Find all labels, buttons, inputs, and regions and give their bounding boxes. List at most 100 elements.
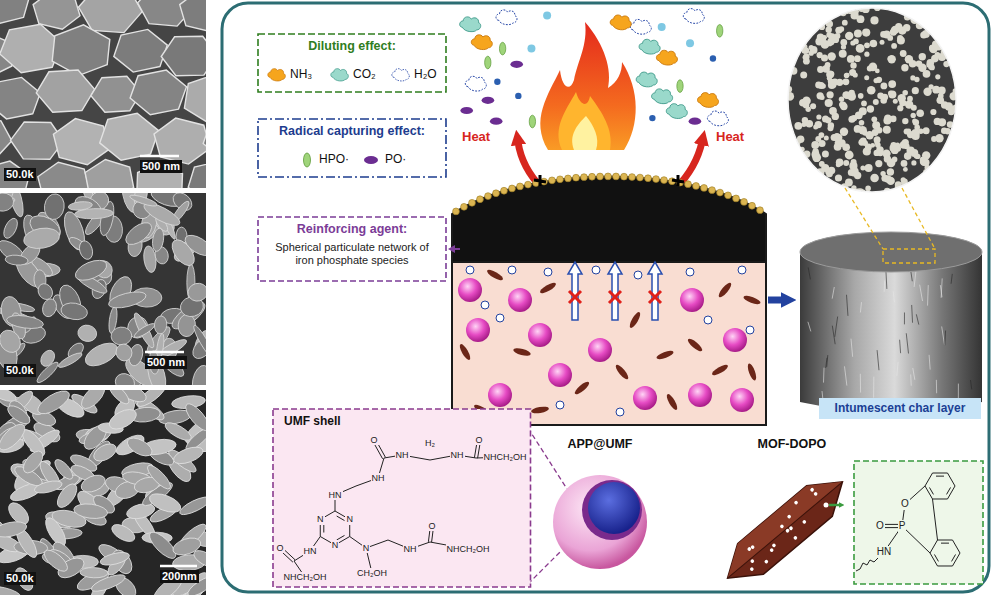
zoom-dot (912, 129, 920, 137)
flake (60, 301, 89, 322)
hexagonal-plate (114, 29, 168, 72)
hpo-icon (677, 80, 683, 93)
iron-phosphate-particle (725, 192, 732, 199)
zoom-dot (870, 143, 875, 148)
grain (80, 567, 108, 578)
flame (540, 22, 635, 150)
zoom-dot (815, 38, 823, 46)
zoom-dot (874, 140, 879, 145)
zoom-dot (789, 25, 796, 32)
zoom-dot (813, 124, 818, 129)
char-texture (826, 358, 827, 368)
char-texture (916, 314, 918, 324)
gas-bubble (496, 314, 504, 322)
zoom-dot (856, 44, 865, 53)
zoom-dot (849, 162, 857, 170)
hexagonal-plate (203, 113, 206, 161)
zoom-dot (820, 7, 828, 15)
flame-inner (559, 92, 611, 150)
zoom-dot (937, 30, 943, 36)
grain (171, 444, 205, 467)
iron-phosphate-particle (629, 174, 636, 181)
h2o-icon (496, 10, 517, 25)
particle-edge (728, 482, 843, 578)
grain (182, 400, 206, 433)
flake (129, 193, 158, 208)
hexagonal-plate (0, 0, 29, 23)
pointer-arrow (829, 504, 840, 507)
iron-phosphate-particle (517, 183, 524, 190)
zoom-dot (888, 80, 896, 88)
zoom-dot (790, 166, 795, 171)
particle-dot (779, 524, 784, 529)
sem-image (0, 0, 206, 188)
zoom-dot (923, 127, 930, 134)
zoom-dot (814, 185, 820, 191)
iron-phosphate-particle (469, 199, 476, 206)
zoom-dot (854, 30, 862, 38)
zoom-dot (845, 179, 853, 187)
iron-phosphate-particle (589, 173, 596, 180)
gas-bubble (544, 268, 552, 276)
zoom-leader (902, 188, 935, 249)
node-outline (258, 119, 446, 177)
gas-dot (527, 44, 535, 52)
zoom-dot (801, 27, 809, 35)
co2-icon (652, 89, 673, 104)
nh3-icon (471, 35, 492, 50)
zoom-dot (791, 139, 796, 144)
node-outline (258, 217, 446, 281)
zoom-dot (825, 62, 831, 68)
zoom-dot (867, 105, 874, 112)
zoom-dot (920, 31, 927, 38)
zoom-dot (935, 134, 943, 142)
mof-particle (711, 363, 730, 377)
grain (147, 490, 183, 516)
iron-phosphate-particle (685, 181, 692, 188)
particle-face (715, 466, 843, 578)
iron-phosphate-particle (653, 176, 660, 183)
flake (191, 324, 206, 360)
char-texture (936, 380, 937, 393)
zoom-dot (941, 154, 948, 161)
zoom-dot (897, 35, 903, 41)
effect-box: Radical capturing effect:HPO·PO· (257, 118, 447, 178)
zoom-dot (858, 93, 864, 99)
radical-label: HPO· (319, 153, 349, 167)
atom-label: NHCH₂OH (446, 544, 491, 554)
particle-dot (787, 514, 792, 519)
bond (953, 540, 961, 553)
zoom-dot (912, 188, 920, 196)
zoom-outline (788, 8, 956, 192)
zoom-dot (901, 177, 906, 182)
mof-particle (531, 405, 550, 414)
box-heading: Diluting effect: (308, 39, 396, 53)
gas-bubble (634, 271, 642, 279)
iron-phosphate-particle (645, 175, 652, 182)
char-texture (942, 326, 945, 345)
hpo-icon (529, 115, 535, 128)
gas-label: NH₃ (290, 68, 312, 82)
box-body: Spherical particulate network of iron ph… (265, 241, 439, 266)
char-texture (847, 295, 848, 316)
zoom-dot (884, 115, 891, 122)
zoom-dot (935, 192, 942, 199)
char-dome (452, 176, 766, 262)
zoom-dot (888, 55, 896, 63)
flake (40, 297, 58, 318)
zoom-dot (828, 79, 834, 85)
h2o-icon (630, 19, 651, 34)
zoom-dot (831, 134, 838, 141)
atom-label: HN (303, 546, 318, 556)
block-cross (649, 291, 661, 303)
char-texture (920, 285, 923, 301)
zoom-dot (843, 160, 849, 166)
flake (190, 364, 206, 385)
zoom-dot (907, 147, 915, 155)
zoom-dot (787, 162, 793, 168)
particle-dot (750, 559, 755, 564)
iron-phosphate-particle (613, 173, 620, 180)
zoom-dot (842, 143, 850, 151)
node-outline (854, 461, 983, 584)
